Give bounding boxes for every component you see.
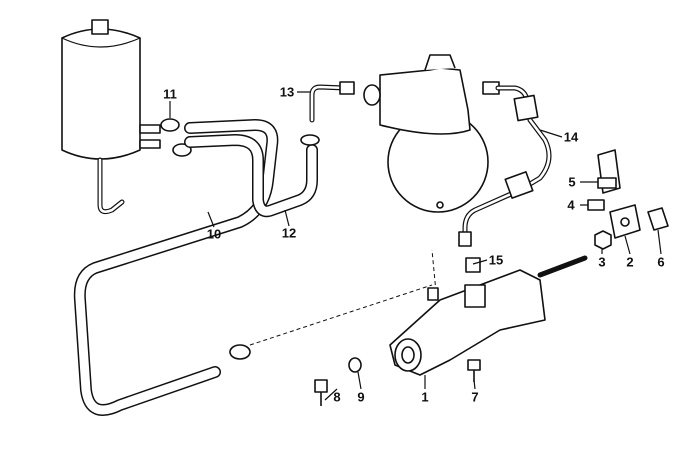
hose-clamp-part — [160, 118, 192, 157]
callout-13: 13 — [279, 84, 295, 100]
callout-5: 5 — [568, 174, 576, 190]
callout-9: 9 — [357, 389, 365, 405]
callout-3: 3 — [598, 254, 606, 270]
callout-4: 4 — [567, 197, 575, 213]
callout-6: 6 — [657, 254, 665, 270]
callout-1: 1 — [421, 389, 429, 405]
callout-2: 2 — [626, 254, 634, 270]
leader-lines — [169, 91, 662, 401]
callout-14: 14 — [563, 129, 579, 145]
small-parts — [314, 149, 669, 406]
pipe-14-part — [458, 81, 552, 247]
callout-11: 11 — [163, 86, 177, 102]
callout-10: 10 — [206, 226, 222, 242]
pipe-13-part — [309, 81, 355, 123]
pressure-accumulator-part — [363, 54, 489, 213]
return-hose-part — [73, 119, 320, 416]
callout-7: 7 — [471, 389, 479, 405]
clutch-master-cylinder-part — [389, 255, 588, 376]
callout-12: 12 — [281, 225, 297, 241]
callout-8: 8 — [333, 389, 341, 405]
callout-15: 15 — [488, 252, 504, 268]
reservoir-part — [61, 19, 161, 215]
